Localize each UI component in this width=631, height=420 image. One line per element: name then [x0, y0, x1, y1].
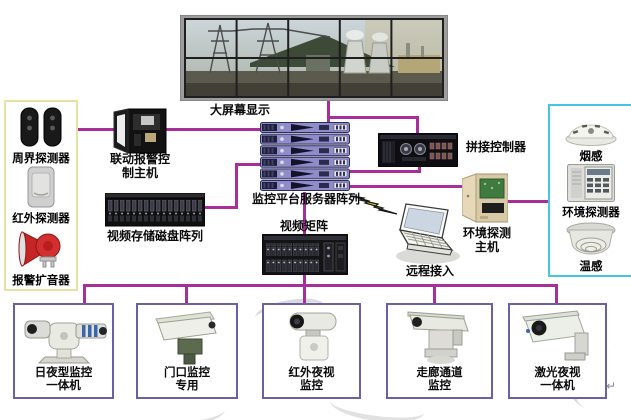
corridor-camera-icon	[398, 309, 480, 369]
connection-line	[303, 192, 306, 236]
perimeter-detector-label: 周界探测器	[12, 151, 70, 165]
smoke-sensor-label: 烟感	[579, 149, 603, 163]
video-wall-label: 大屏幕显示	[209, 103, 270, 117]
environment-host-icon	[461, 172, 509, 228]
smoke-sensor-icon	[564, 112, 618, 151]
splicing-controller-icon	[377, 132, 459, 171]
connection-line	[204, 206, 238, 209]
connection-line	[74, 128, 261, 131]
alarm-horn-label: 报警扩音器	[12, 273, 70, 287]
environment-sensor-panel: 烟感 环境探测器	[548, 104, 631, 277]
video-wall	[179, 14, 449, 105]
connection-line	[349, 185, 463, 188]
connection-line	[235, 163, 238, 209]
video-matrix-icon	[261, 233, 349, 279]
camera-label: 走廊通道 监控	[416, 364, 463, 393]
connection-line	[327, 116, 419, 119]
connection-bus	[84, 284, 558, 287]
connection-line	[327, 100, 330, 124]
connection-line	[349, 170, 421, 173]
camera-box-laser: 激光夜视 一体机	[508, 303, 607, 399]
connection-line	[303, 274, 306, 286]
camera-box-daynight: 日夜型监控 一体机	[13, 303, 114, 399]
camera-box-infrared: 红外夜视 监控	[262, 303, 361, 399]
temperature-sensor-icon	[565, 219, 617, 261]
connection-drop	[555, 284, 558, 304]
alarm-horn-icon	[18, 224, 64, 274]
matrix-label: 视频矩阵	[279, 219, 328, 233]
connection-drop	[83, 284, 86, 304]
pir-detector-icon	[27, 166, 55, 212]
environment-detector-label: 环境探测器	[562, 205, 620, 219]
camera-box-corridor: 走廊通道 监控	[386, 303, 493, 399]
connection-drop	[185, 284, 188, 304]
return-mark: ↵	[606, 379, 617, 393]
remote-access-label: 远程接入	[405, 264, 454, 278]
camera-label: 激光夜视 一体机	[534, 364, 581, 393]
connection-drop	[303, 284, 306, 304]
environment-host-label: 环境探测 主机	[462, 226, 511, 255]
disk-array-label: 视频存储磁盘阵列	[106, 229, 203, 243]
environment-detector-icon	[567, 164, 615, 206]
laser-camera-icon	[519, 309, 596, 369]
alarm-host-icon	[112, 107, 168, 159]
camera-label: 日夜型监控 一体机	[34, 364, 93, 393]
server-array-label: 监控平台服务器阵列	[251, 192, 360, 206]
camera-label: 门口监控 专用	[164, 364, 210, 393]
connection-line	[418, 165, 421, 173]
alarm-host-label: 联动报警控 制主机	[109, 152, 170, 181]
splicing-controller-label: 拼接控制器	[465, 140, 526, 154]
connection-line	[416, 116, 419, 135]
camera-label: 红外夜视 监控	[288, 364, 335, 393]
disk-array-icon	[104, 192, 206, 232]
entrance-camera-icon	[150, 309, 224, 369]
server-array-icon	[260, 122, 350, 196]
perimeter-panel: 周界探测器 红外探测器 报警扩音器	[4, 100, 78, 291]
perimeter-detector-icon	[19, 107, 63, 152]
camera-box-entrance: 门口监控 专用	[136, 303, 238, 399]
cooling-towers	[343, 30, 391, 74]
wireless-bolt-icon	[351, 192, 398, 220]
temperature-sensor-label: 温感	[579, 259, 603, 273]
connection-drop	[433, 284, 436, 304]
connection-line	[235, 163, 261, 166]
connection-line	[507, 200, 549, 203]
laptop-icon	[392, 200, 464, 270]
infrared-camera-icon	[278, 309, 344, 369]
daynight-camera-icon	[19, 309, 108, 369]
pir-detector-label: 红外探测器	[12, 211, 70, 225]
